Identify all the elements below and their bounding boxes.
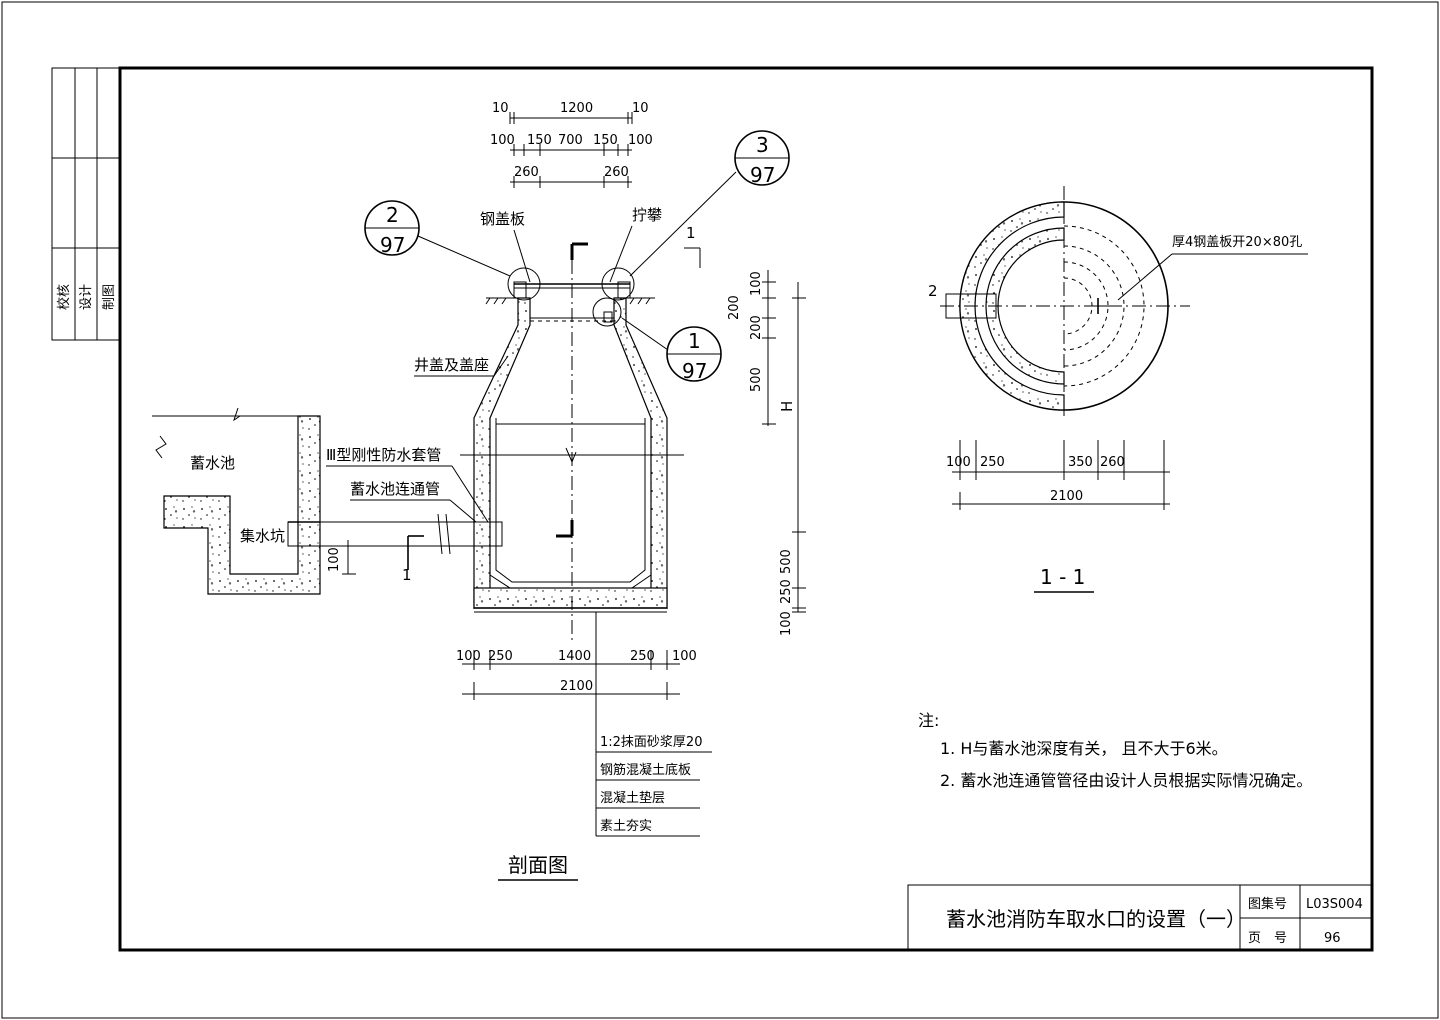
title-block-title: 蓄水池消防车取水口的设置（一） <box>946 907 1246 931</box>
svg-text:3: 3 <box>756 133 769 157</box>
label-sump: 集水坑 <box>240 527 285 545</box>
svg-text:250: 250 <box>488 649 513 664</box>
svg-text:100: 100 <box>749 271 764 296</box>
right-dimensions: 100 200 200 500 H 500 250 100 <box>727 270 806 636</box>
section-mark-bottom: 1 <box>402 566 412 584</box>
svg-text:260: 260 <box>514 165 539 180</box>
note-1: 1. H与蓄水池深度有关， 且不大于6米。 <box>940 739 1228 758</box>
svg-text:2100: 2100 <box>560 679 593 694</box>
svg-text:100: 100 <box>628 133 653 148</box>
page-value: 96 <box>1324 931 1341 946</box>
svg-text:100: 100 <box>490 133 515 148</box>
svg-text:2100: 2100 <box>1050 489 1083 504</box>
sign-strip: 校核 设计 制图 <box>51 67 121 341</box>
svg-text:97: 97 <box>682 359 707 383</box>
page-label: 页 号 <box>1248 931 1287 946</box>
section-mark-top: 1 <box>686 224 696 242</box>
svg-text:250: 250 <box>630 649 655 664</box>
svg-text:100: 100 <box>779 611 794 636</box>
layer-legend: 1:2抹面砂浆厚20 钢筋混凝土底板 混凝土垫层 素土夯实 <box>595 612 712 837</box>
label-ladder: 拧攀 <box>632 206 662 224</box>
svg-text:10: 10 <box>632 101 649 116</box>
notes-heading: 注: <box>918 711 939 730</box>
depth-mark: H <box>778 401 796 412</box>
svg-text:100: 100 <box>672 649 697 664</box>
section-view: 1 蓄水池 集水坑 1 100 钢盖板 拧攀 井盖及盖座 Ⅲ型刚性防水套管 蓄水… <box>152 101 806 881</box>
callout-1-97: 1 97 <box>592 297 722 383</box>
label-steel-cover: 钢盖板 <box>480 210 525 228</box>
sign-designer: 设计 <box>79 284 94 310</box>
well-wall-left <box>473 297 531 610</box>
layer-mortar: 1:2抹面砂浆厚20 <box>600 735 702 750</box>
svg-text:100: 100 <box>456 649 481 664</box>
svg-text:200: 200 <box>727 295 742 320</box>
svg-text:260: 260 <box>1100 455 1125 470</box>
plan-pipe <box>945 293 997 319</box>
bottom-dimensions: 100 250 1400 250 100 2100 <box>456 649 697 700</box>
notes: 注: 1. H与蓄水池深度有关， 且不大于6米。 2. 蓄水池连通管管径由设计人… <box>918 711 1312 790</box>
well-wall-right <box>613 297 668 610</box>
layer-soil: 素土夯实 <box>600 819 652 834</box>
svg-text:1: 1 <box>688 329 701 353</box>
svg-text:250: 250 <box>980 455 1005 470</box>
svg-text:1200: 1200 <box>560 101 593 116</box>
layer-rc-slab: 钢筋混凝土底板 <box>600 762 691 778</box>
plan-cover-label: 厚4钢盖板开20×80孔 <box>1172 235 1302 250</box>
svg-text:700: 700 <box>558 133 583 148</box>
reservoir-wall <box>163 415 321 595</box>
sign-checker: 校核 <box>56 284 72 310</box>
note-2: 2. 蓄水池连通管管径由设计人员根据实际情况确定。 <box>940 771 1312 790</box>
top-dimensions: 10 1200 10 100 150 700 150 100 260 260 <box>490 101 653 188</box>
svg-text:100: 100 <box>946 455 971 470</box>
atlas-label: 图集号 <box>1248 896 1287 912</box>
svg-text:150: 150 <box>527 133 552 148</box>
svg-text:500: 500 <box>779 549 794 574</box>
svg-text:260: 260 <box>604 165 629 180</box>
svg-text:1400: 1400 <box>558 649 591 664</box>
connection-pipe <box>287 521 503 547</box>
plan-pipe-mark: 2 <box>928 282 938 300</box>
callout-2-97: 2 97 <box>364 200 541 301</box>
plan-title: 1 - 1 <box>1040 565 1085 589</box>
sign-drafter: 制图 <box>102 284 117 310</box>
label-connect-pipe: 蓄水池连通管 <box>350 480 440 498</box>
svg-text:150: 150 <box>593 133 618 148</box>
title-block: 蓄水池消防车取水口的设置（一） 图集号 L03S004 页 号 96 <box>907 884 1373 951</box>
svg-text:200: 200 <box>749 315 764 340</box>
svg-text:2: 2 <box>386 203 399 227</box>
layer-concrete: 混凝土垫层 <box>600 790 665 806</box>
label-reservoir: 蓄水池 <box>190 454 235 472</box>
section-title: 剖面图 <box>508 853 568 877</box>
base-slab <box>473 587 668 609</box>
svg-text:250: 250 <box>779 579 794 604</box>
svg-text:97: 97 <box>750 163 775 187</box>
sump-dim: 100 <box>327 547 342 572</box>
plan-view: 2 厚4钢盖板开20×80孔 100 250 350 260 2100 1 - … <box>928 186 1308 593</box>
svg-text:10: 10 <box>492 101 509 116</box>
atlas-value: L03S004 <box>1306 897 1363 912</box>
callout-3-97: 3 97 <box>601 130 790 301</box>
label-cover-seat: 井盖及盖座 <box>414 356 489 374</box>
svg-text:350: 350 <box>1068 455 1093 470</box>
svg-text:500: 500 <box>749 367 764 392</box>
drawing-frame <box>118 66 1374 952</box>
svg-text:97: 97 <box>380 233 405 257</box>
label-sleeve: Ⅲ型刚性防水套管 <box>326 446 441 464</box>
